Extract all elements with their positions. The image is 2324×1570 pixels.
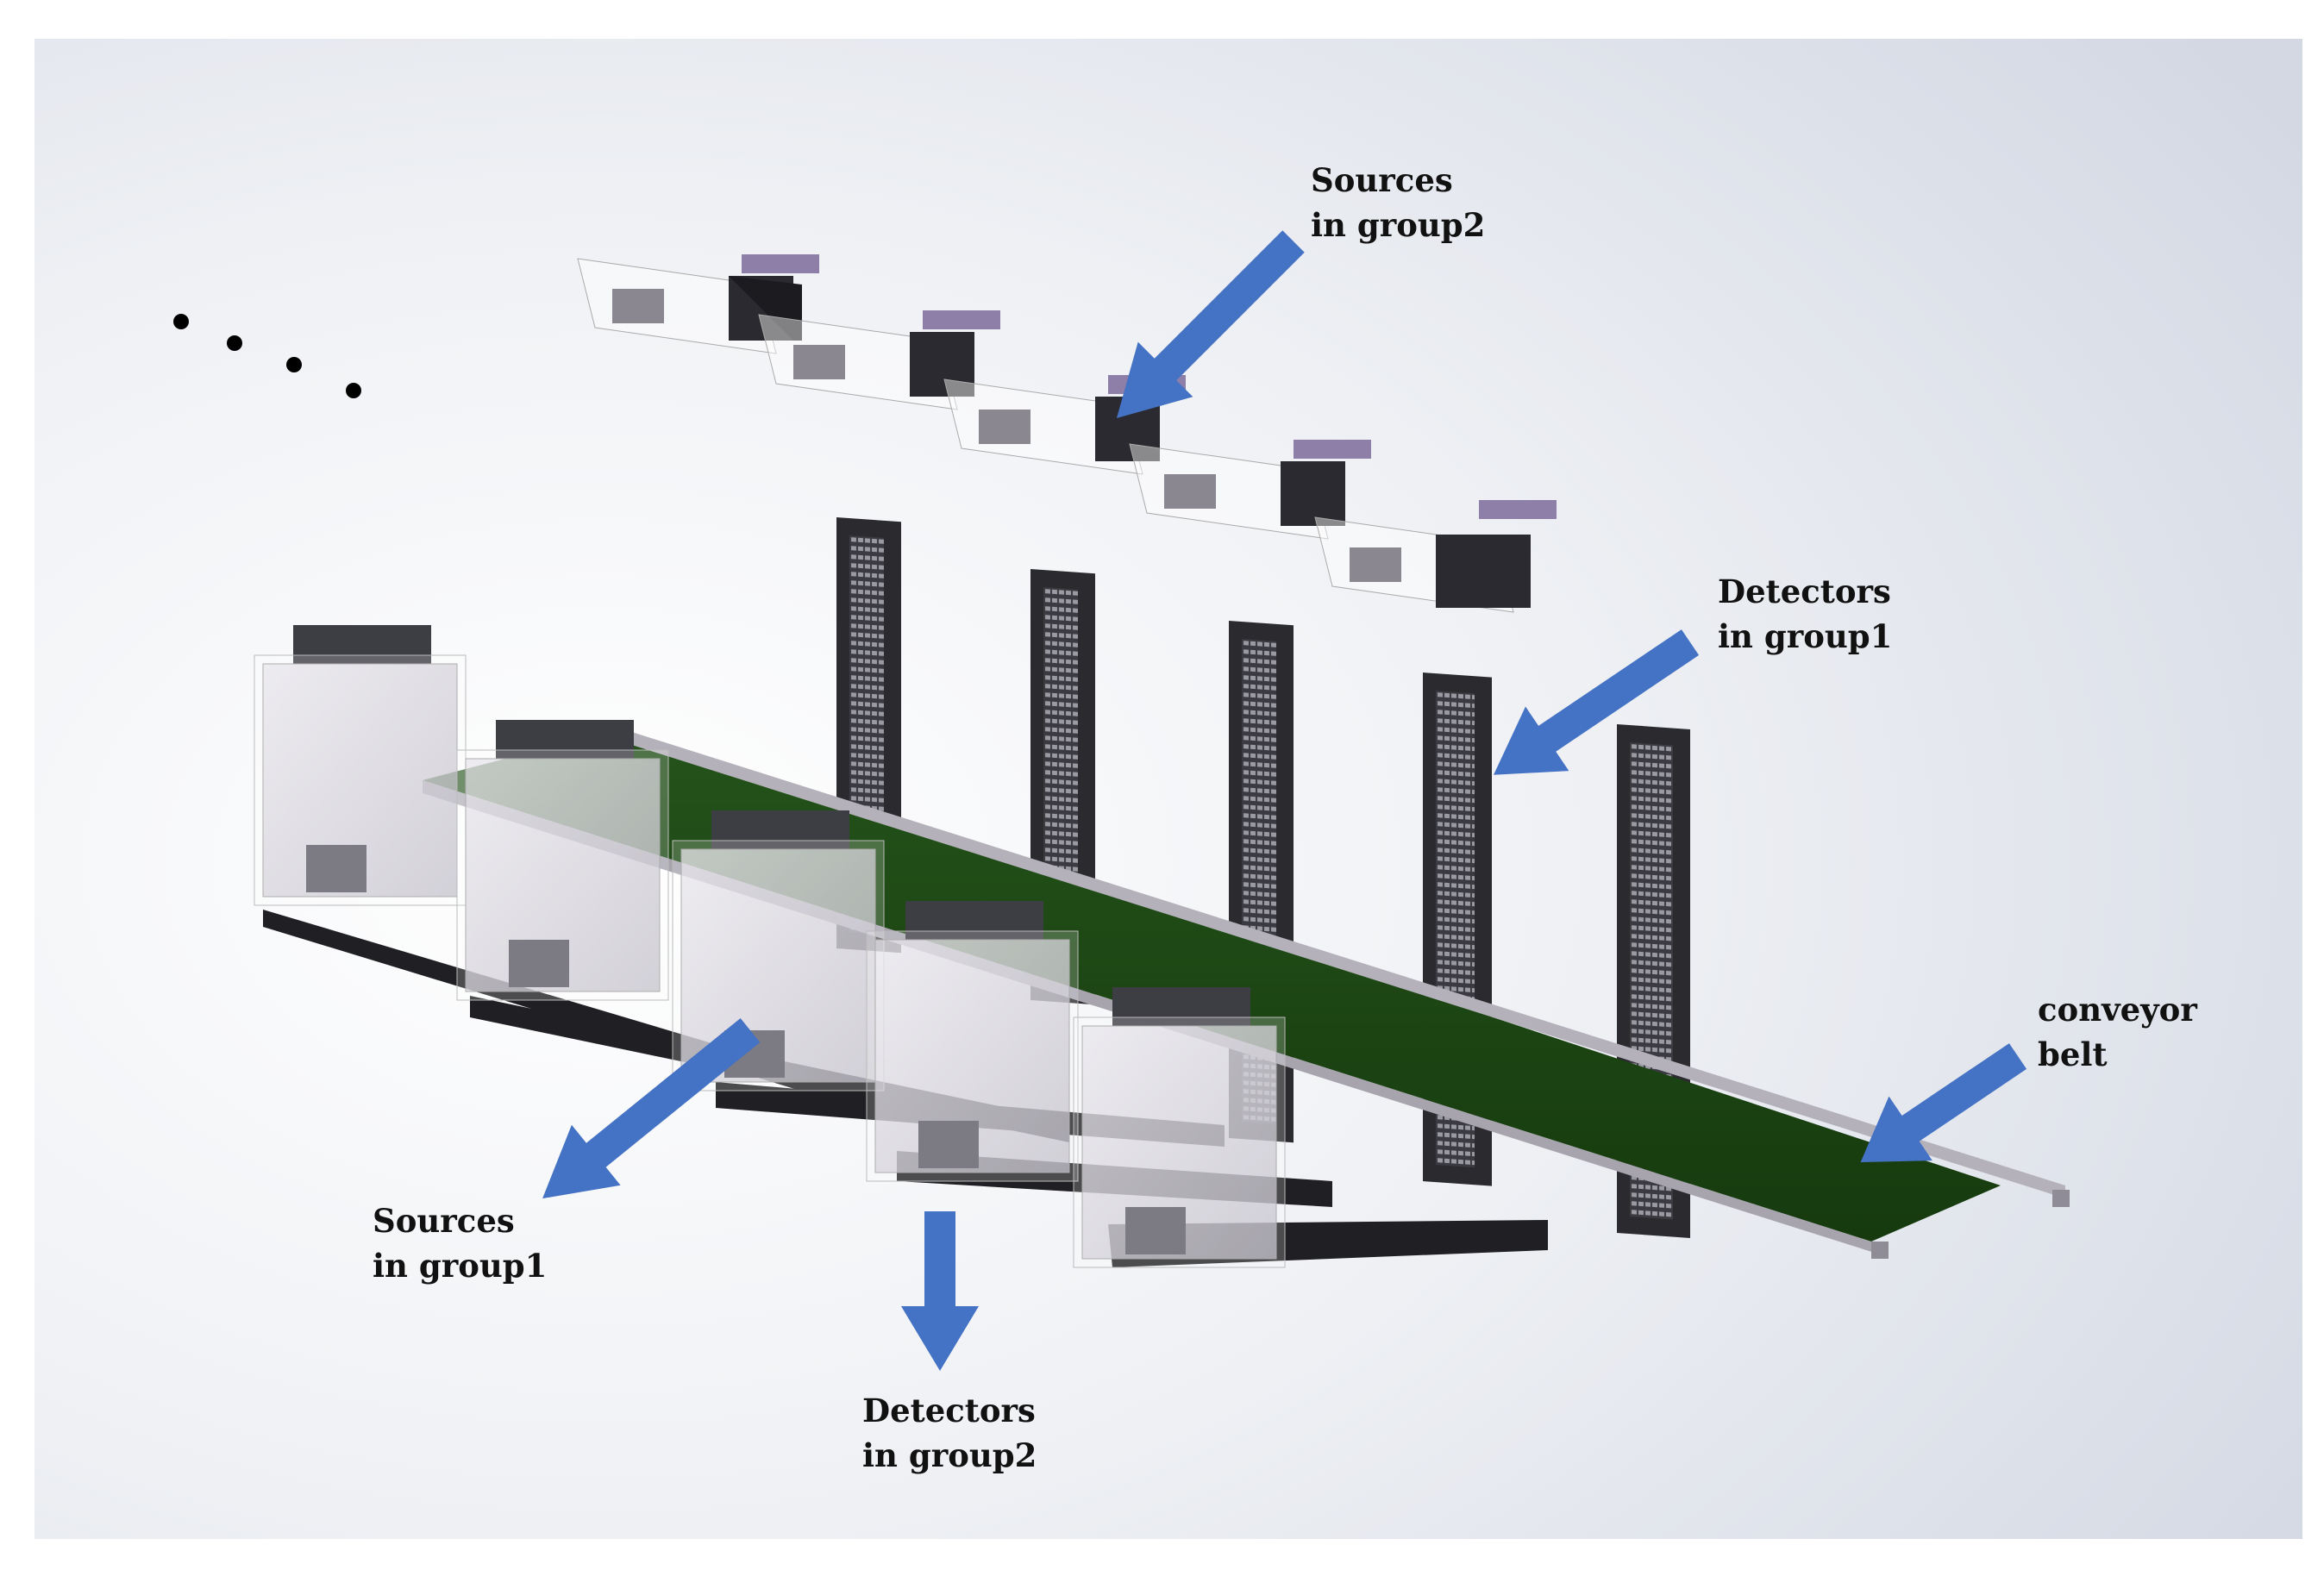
- label-detectors-group1: Detectors in group1: [1718, 569, 1892, 659]
- source-unit: [254, 625, 467, 906]
- label-line: conveyor: [2038, 991, 2197, 1029]
- label-line: Sources: [373, 1202, 515, 1240]
- label-sources-group2: Sources in group2: [1311, 158, 1485, 247]
- label-line: Detectors: [1718, 572, 1891, 610]
- label-line: in group1: [373, 1247, 548, 1285]
- label-sources-group1: Sources in group1: [373, 1198, 547, 1288]
- label-line: in group2: [1311, 206, 1486, 244]
- source-unit: [866, 901, 1079, 1182]
- ellipsis-dots: [173, 314, 361, 398]
- source-unit: [577, 254, 819, 354]
- arrow-sources-group2: [1116, 230, 1305, 419]
- source-unit: [456, 720, 669, 1001]
- source-unit: [1073, 987, 1286, 1268]
- label-conveyor-belt: conveyor belt: [2038, 987, 2197, 1077]
- label-line: in group1: [1718, 617, 1893, 655]
- arrow-conveyor-belt: [1860, 1043, 2027, 1163]
- label-line: Sources: [1311, 161, 1453, 199]
- arrow-detectors-group2: [901, 1211, 979, 1371]
- sources-group2: [577, 254, 1557, 613]
- source-unit: [1314, 500, 1557, 613]
- label-detectors-group2: Detectors in group2: [862, 1388, 1037, 1478]
- label-line: in group2: [862, 1436, 1037, 1474]
- label-line: belt: [2038, 1035, 2108, 1073]
- source-unit: [758, 310, 1000, 410]
- arrow-detectors-group1: [1494, 629, 1700, 775]
- arrows: [542, 230, 2027, 1371]
- sources-group1: [254, 625, 1286, 1268]
- arrow-sources-group1: [542, 1018, 761, 1199]
- label-line: Detectors: [862, 1392, 1036, 1429]
- source-unit: [1129, 440, 1371, 540]
